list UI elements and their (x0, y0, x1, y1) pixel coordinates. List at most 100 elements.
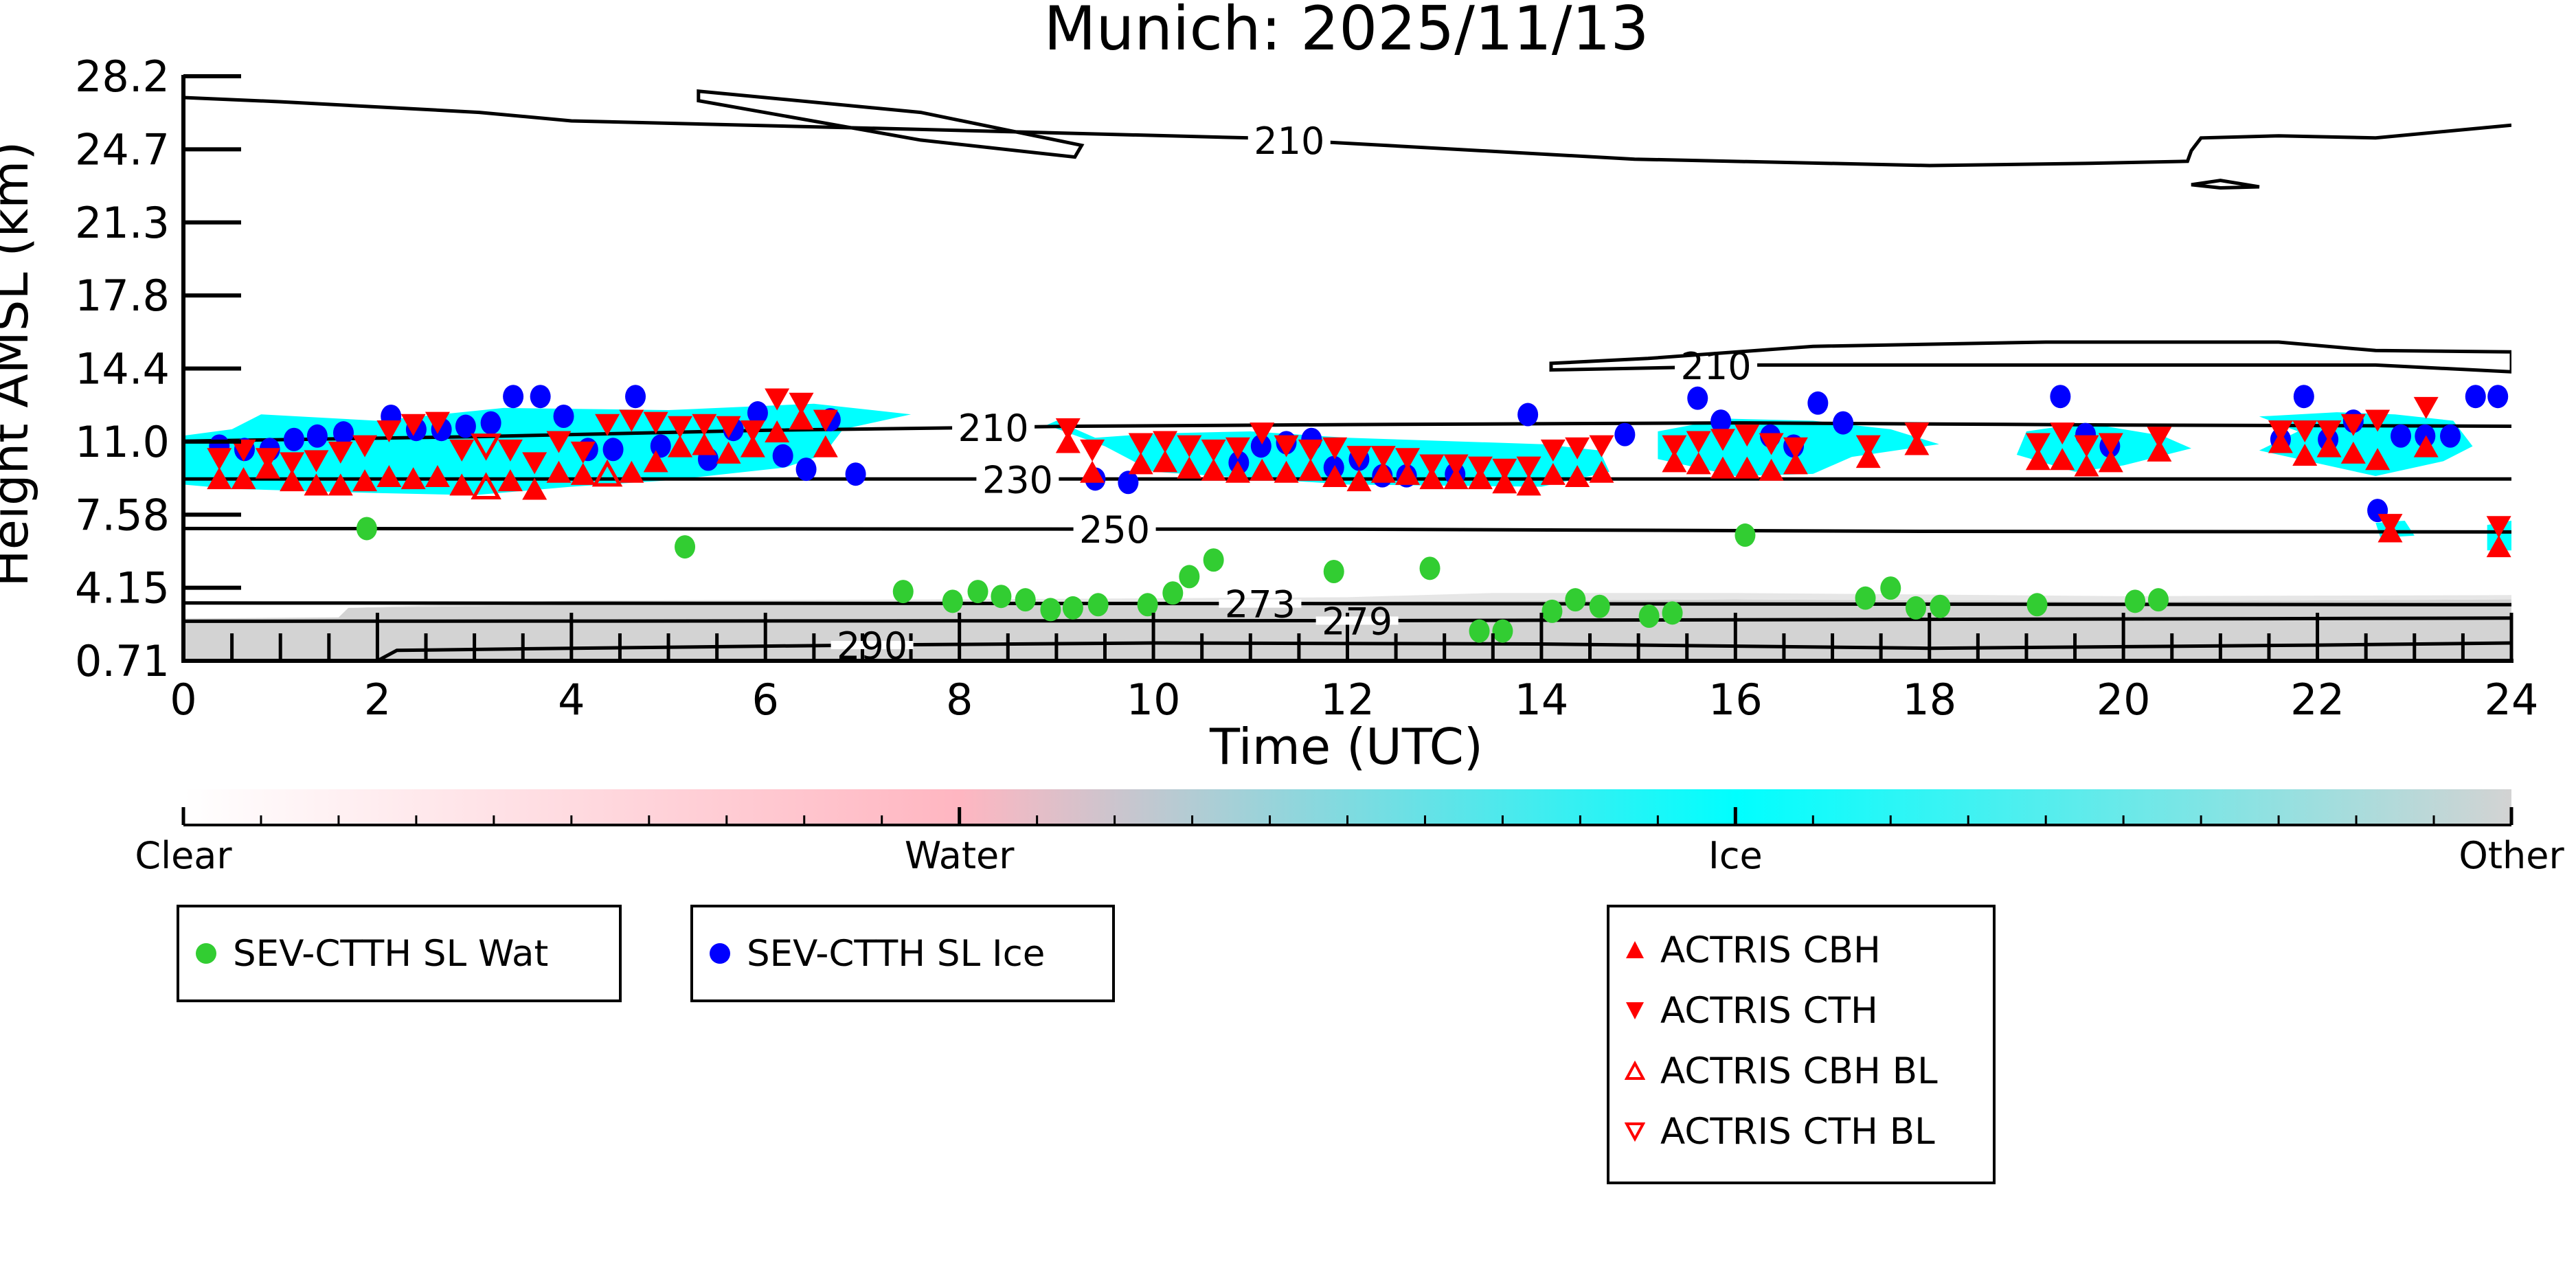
cbh-marker (1298, 458, 1323, 481)
water-point (1638, 604, 1660, 628)
cth-marker (789, 392, 814, 415)
water-point (1087, 593, 1109, 617)
ice-point (772, 444, 793, 468)
cth-marker (1904, 422, 1930, 445)
cth-marker (813, 409, 838, 432)
cth-marker (1298, 439, 1323, 462)
cbh-marker (207, 467, 232, 490)
cth-marker (2316, 420, 2342, 442)
x-tick-label: 8 (946, 675, 973, 725)
x-tick-label: 6 (752, 675, 779, 725)
water-point (2148, 588, 2169, 612)
water-point (1203, 548, 1224, 572)
cbh-marker (2365, 448, 2391, 471)
water-point (1880, 576, 1901, 600)
cth-marker (1783, 437, 1808, 460)
cbh-marker (1589, 460, 1614, 483)
cbh-marker (667, 435, 692, 457)
triangle-down-open-icon (1625, 1122, 1645, 1142)
contour-label: 210 (958, 407, 1029, 450)
cbh-marker (304, 473, 329, 496)
cbh-marker (352, 469, 378, 492)
cbh-marker (740, 435, 765, 457)
cbh-marker (449, 473, 475, 496)
cbh-marker (1662, 450, 1687, 473)
legend-label: ACTRIS CTH (1660, 989, 1878, 1032)
cth-marker (1153, 431, 1178, 453)
cth-marker (2268, 420, 2293, 442)
water-point (1419, 556, 1440, 580)
legend-label: SEV-CTTH SL Ice (747, 932, 1046, 975)
ice-point (283, 427, 304, 451)
water-point (2125, 589, 2146, 613)
y-axis-label: Height AMSL (km) (0, 142, 39, 587)
cth-marker (1565, 437, 1590, 460)
colorbar-label-other: Other (2459, 834, 2564, 877)
water-point (1162, 581, 1184, 605)
cth-marker (1589, 435, 1614, 457)
cth-marker (1225, 437, 1250, 460)
cbh-marker (1492, 471, 1517, 494)
ice-point (1807, 391, 1829, 415)
cbh-marker (1225, 460, 1250, 483)
cbh-marker (328, 473, 353, 496)
ice-point (2391, 424, 2412, 448)
cbh-marker (765, 420, 790, 442)
ice-point (2440, 424, 2461, 448)
cth-marker (1492, 458, 1517, 481)
cth-marker (2292, 420, 2318, 442)
cth-marker (255, 448, 280, 471)
water-point (1179, 565, 1200, 589)
cth-marker (1080, 439, 1105, 462)
cth-marker (667, 416, 692, 438)
cth-bl-marker (471, 433, 501, 461)
cbh-marker (1250, 458, 1275, 481)
cth-marker (400, 414, 426, 436)
other-band-edge (348, 593, 2511, 608)
y-tick-label: 0.71 (75, 636, 170, 686)
cbh-marker (570, 462, 596, 485)
water-point (675, 535, 696, 559)
cth-marker (570, 441, 596, 464)
ice-point (306, 424, 328, 448)
contour-label-gap (1675, 361, 1758, 370)
cbh-marker (1080, 460, 1105, 483)
cbh-marker (1759, 458, 1784, 481)
cbh-marker (1055, 431, 1081, 453)
cth-marker (1055, 418, 1081, 440)
water-point (991, 585, 1012, 609)
water-point (1541, 599, 1563, 623)
colorbar-label-water: Water (905, 834, 1015, 877)
ice-point (503, 385, 524, 409)
ice-point (747, 401, 768, 425)
x-tick-label: 0 (170, 675, 196, 725)
cbh-marker (1322, 464, 1348, 487)
triangle-up-icon (1626, 941, 1644, 958)
ice-point (602, 438, 624, 462)
water-point (1469, 619, 1490, 643)
legend-actris: ACTRIS CBH ACTRIS CTH ACTRIS CBH BL ACTR… (1607, 905, 1996, 1184)
cbh-marker (2074, 454, 2099, 477)
cth-marker (1346, 446, 1372, 468)
legend-label: ACTRIS CBH BL (1660, 1050, 1938, 1092)
ice-point (1517, 403, 1539, 427)
water-point (1492, 619, 1513, 643)
cth-marker (716, 416, 741, 438)
cbh-bl-marker (591, 459, 623, 487)
contour-label: 230 (982, 458, 1053, 501)
cth-marker (280, 452, 305, 475)
legend-item-cbh: ACTRIS CBH (1609, 920, 1993, 980)
legend-water: SEV-CTTH SL Wat (177, 905, 622, 1002)
y-tick-label: 24.7 (75, 124, 170, 174)
cth-marker (2486, 516, 2511, 539)
y-tick-label: 7.58 (75, 490, 170, 540)
cth-marker (595, 414, 620, 436)
x-tick-label: 22 (2290, 675, 2345, 725)
cbh-marker (1686, 452, 1711, 475)
cbh-marker (813, 435, 838, 457)
cth-marker (376, 420, 402, 442)
water-point (1040, 598, 1061, 622)
x-tick-label: 4 (558, 675, 585, 725)
legend-label: SEV-CTTH SL Wat (233, 932, 549, 975)
y-tick-label: 28.2 (75, 52, 170, 102)
